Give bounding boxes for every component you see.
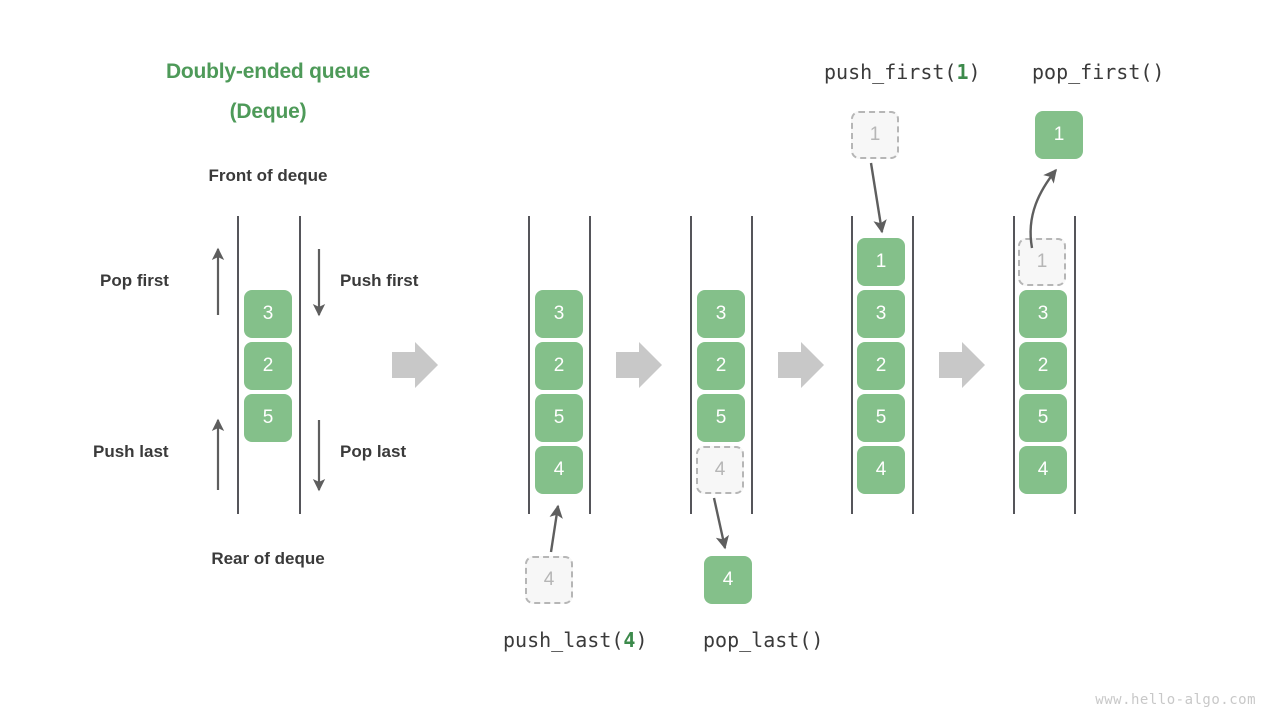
transition-arrow-1 — [392, 342, 438, 388]
deque-cell: 2 — [244, 342, 292, 390]
page-title-line2: (Deque) — [229, 100, 307, 123]
transition-arrow-2 — [616, 342, 662, 388]
deque-rail-left-stage2 — [690, 216, 692, 514]
pop-first-fn-name: pop_first() — [1032, 60, 1165, 84]
pop-last-operation-label: pop_last() — [703, 628, 823, 652]
deque-cell: 5 — [535, 394, 583, 442]
push-last-label: Push last — [93, 442, 169, 461]
pop-last-fn-name: pop_last() — [703, 628, 824, 652]
deque-cell: 2 — [535, 342, 583, 390]
deque-cell: 5 — [1019, 394, 1067, 442]
push-first-fn-name: push_first( — [824, 60, 957, 84]
pop-last-label: Pop last — [340, 442, 407, 461]
detached-cell-popped: 1 — [1035, 111, 1083, 159]
pop-first-label: Pop first — [100, 271, 169, 290]
push-first-paren: ) — [968, 60, 981, 84]
deque-cell: 4 — [857, 446, 905, 494]
deque-rail-right-stage2 — [751, 216, 753, 514]
deque-rail-right-stage3 — [912, 216, 914, 514]
push-first-argument: 1 — [956, 60, 969, 84]
deque-cell-removed: 1 — [1018, 238, 1066, 286]
push-last-operation-label: push_last(4) — [503, 628, 648, 652]
deque-cell: 2 — [1019, 342, 1067, 390]
deque-cell: 3 — [1019, 290, 1067, 338]
deque-rail-left-stage1 — [528, 216, 530, 514]
deque-rail-right-stage4 — [1074, 216, 1076, 514]
push-last-motion-arrow — [549, 504, 563, 553]
deque-cell: 5 — [244, 394, 292, 442]
detached-cell-ghost: 1 — [851, 111, 899, 159]
deque-rail-left-stage4 — [1013, 216, 1015, 514]
deque-cell: 3 — [244, 290, 292, 338]
deque-rail-left-stage3 — [851, 216, 853, 514]
push-last-argument: 4 — [623, 628, 636, 652]
deque-cell: 5 — [857, 394, 905, 442]
detached-cell-popped: 4 — [704, 556, 752, 604]
deque-cell: 2 — [697, 342, 745, 390]
front-of-deque-label: Front of deque — [208, 166, 328, 185]
push-last-paren: ) — [635, 628, 648, 652]
push-first-operation-label: push_first(1) — [824, 60, 981, 84]
pop-first-operation-label: pop_first() — [1032, 60, 1164, 84]
deque-rail-left-stage0 — [237, 216, 239, 514]
deque-cell-removed: 4 — [696, 446, 744, 494]
deque-cell: 5 — [697, 394, 745, 442]
deque-cell-new: 4 — [535, 446, 583, 494]
deque-cell: 3 — [697, 290, 745, 338]
deque-rail-right-stage0 — [299, 216, 301, 514]
deque-cell: 3 — [857, 290, 905, 338]
push-first-motion-arrow — [869, 162, 887, 234]
transition-arrow-3 — [778, 342, 824, 388]
deque-rail-right-stage1 — [589, 216, 591, 514]
pop-first-motion-arrow — [1029, 168, 1057, 249]
rear-of-deque-label: Rear of deque — [211, 549, 325, 568]
page-title-line1: Doubly-ended queue — [165, 60, 371, 83]
deque-cell: 3 — [535, 290, 583, 338]
deque-cell: 2 — [857, 342, 905, 390]
deque-cell: 4 — [1019, 446, 1067, 494]
deque-cell-new: 1 — [857, 238, 905, 286]
transition-arrow-4 — [939, 342, 985, 388]
watermark: www.hello-algo.com — [1095, 692, 1256, 708]
push-last-fn-name: push_last( — [503, 628, 624, 652]
pop-last-motion-arrow — [712, 497, 729, 550]
push-first-label: Push first — [340, 271, 419, 290]
detached-cell-ghost: 4 — [525, 556, 573, 604]
